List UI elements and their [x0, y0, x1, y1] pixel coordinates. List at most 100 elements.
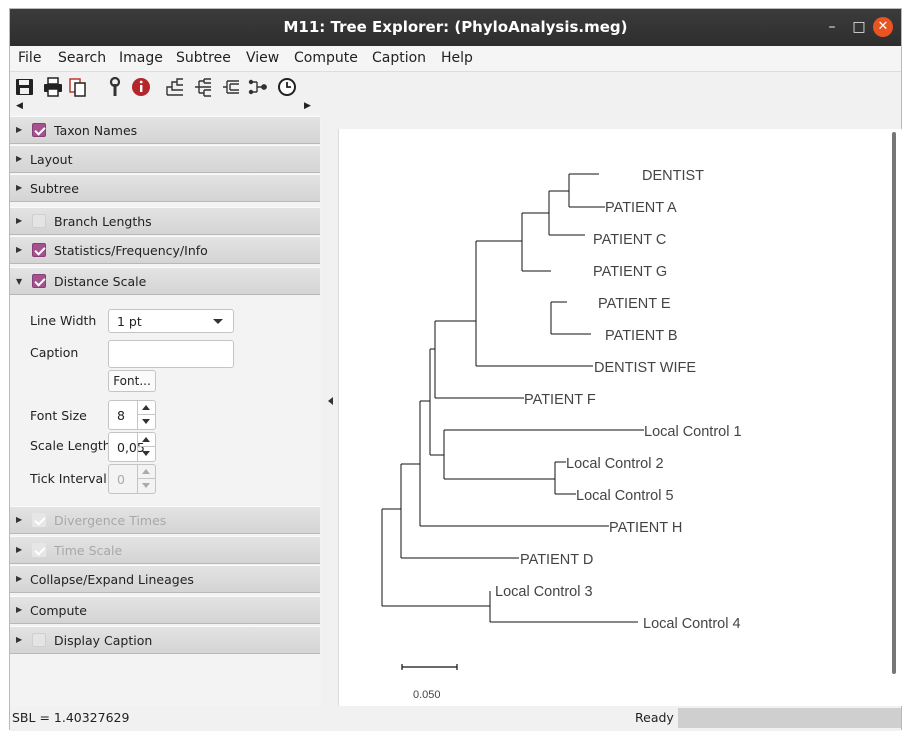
line-width-value: 1 pt: [117, 314, 142, 329]
menu-caption[interactable]: Caption: [372, 50, 427, 66]
section-statistics[interactable]: ▶ Statistics/Frequency/Info: [10, 236, 320, 264]
expand-arrow-icon[interactable]: ▶: [16, 605, 23, 614]
tree-canvas[interactable]: DENTIST PATIENT A PATIENT C PATIENT G PA…: [338, 129, 902, 706]
section-label: Display Caption: [54, 633, 153, 648]
section-label: Time Scale: [54, 543, 123, 558]
taxon-label[interactable]: PATIENT F: [524, 392, 596, 408]
line-width-select[interactable]: 1 pt: [108, 309, 234, 333]
menu-compute[interactable]: Compute: [294, 50, 358, 66]
wrench-icon[interactable]: [104, 76, 126, 98]
scale-length-spinner[interactable]: 0,05: [108, 432, 156, 462]
taxon-label[interactable]: DENTIST: [642, 168, 704, 184]
spin-down-button[interactable]: [137, 447, 155, 461]
time-scale-checkbox: [32, 543, 46, 557]
tree-layout-3-icon[interactable]: [220, 76, 242, 98]
section-label: Taxon Names: [54, 123, 138, 138]
spin-down-button[interactable]: [137, 415, 155, 429]
save-icon[interactable]: [14, 76, 36, 98]
expand-arrow-icon[interactable]: ▶: [16, 635, 23, 644]
font-button[interactable]: Font...: [108, 370, 156, 392]
section-divergence-times[interactable]: ▶ Divergence Times: [10, 506, 320, 534]
menu-search[interactable]: Search: [58, 50, 107, 66]
taxon-label[interactable]: Local Control 1: [644, 424, 742, 440]
taxon-label[interactable]: PATIENT A: [605, 200, 677, 216]
distance-scale-checkbox[interactable]: [32, 274, 46, 288]
menu-subtree[interactable]: Subtree: [176, 50, 231, 66]
section-label: Branch Lengths: [54, 214, 152, 229]
status-bar: SBL = 1.40327629 Ready: [10, 706, 901, 731]
display-caption-checkbox[interactable]: [32, 633, 46, 647]
copy-icon[interactable]: [67, 76, 89, 98]
expand-arrow-icon[interactable]: ▶: [16, 545, 23, 554]
distance-scale-bar[interactable]: 0.050: [401, 664, 458, 701]
spin-up-button[interactable]: [137, 433, 155, 447]
info-icon[interactable]: [130, 76, 152, 98]
menu-image[interactable]: Image: [119, 50, 163, 66]
section-label: Divergence Times: [54, 513, 167, 528]
expand-arrow-icon[interactable]: ▶: [16, 125, 23, 134]
scroll-left-icon[interactable]: ◀: [16, 101, 23, 111]
taxon-label[interactable]: PATIENT G: [593, 264, 667, 280]
statistics-checkbox[interactable]: [32, 243, 46, 257]
window-title: M11: Tree Explorer: (PhyloAnalysis.meg): [283, 18, 628, 36]
taxon-label[interactable]: PATIENT D: [520, 552, 593, 568]
menu-file[interactable]: File: [18, 50, 42, 66]
section-subtree[interactable]: ▶ Subtree: [10, 174, 320, 202]
spin-up-button[interactable]: [137, 465, 155, 479]
scale-length-label: Scale Length: [30, 438, 111, 453]
section-layout[interactable]: ▶ Layout: [10, 145, 320, 173]
taxon-label[interactable]: PATIENT B: [605, 328, 678, 344]
taxon-label[interactable]: Local Control 3: [495, 584, 593, 600]
taxon-label[interactable]: PATIENT C: [593, 232, 666, 248]
font-size-spinner[interactable]: 8: [108, 400, 156, 430]
section-compute[interactable]: ▶ Compute: [10, 596, 320, 624]
collapse-arrow-icon[interactable]: ▼: [16, 277, 23, 286]
tick-interval-spinner[interactable]: 0: [108, 464, 156, 494]
close-button[interactable]: ✕: [873, 17, 893, 37]
taxon-label[interactable]: Local Control 5: [576, 488, 674, 504]
caption-input[interactable]: [108, 340, 234, 368]
menu-help[interactable]: Help: [441, 50, 473, 66]
expand-arrow-icon[interactable]: ▶: [16, 515, 23, 524]
taxon-label[interactable]: DENTIST WIFE: [594, 360, 696, 376]
canvas-vertical-scrollbar[interactable]: [892, 132, 896, 674]
expand-arrow-icon[interactable]: ▶: [16, 245, 23, 254]
section-collapse-expand[interactable]: ▶ Collapse/Expand Lineages: [10, 565, 320, 593]
node-icon[interactable]: [248, 76, 270, 98]
section-distance-scale[interactable]: ▼ Distance Scale: [10, 267, 320, 295]
tree-layout-2-icon[interactable]: [192, 76, 214, 98]
taxon-label[interactable]: PATIENT E: [598, 296, 671, 312]
taxon-label[interactable]: PATIENT H: [609, 520, 682, 536]
section-label: Collapse/Expand Lineages: [30, 572, 194, 587]
expand-arrow-icon[interactable]: ▶: [16, 154, 23, 163]
menu-view[interactable]: View: [246, 50, 280, 66]
section-time-scale[interactable]: ▶ Time Scale: [10, 536, 320, 564]
spin-up-button[interactable]: [137, 401, 155, 415]
maximize-button[interactable]: □: [852, 19, 866, 35]
section-display-caption[interactable]: ▶ Display Caption: [10, 626, 320, 654]
taxon-names-checkbox[interactable]: [32, 123, 46, 137]
print-icon[interactable]: [42, 76, 64, 98]
title-bar: M11: Tree Explorer: (PhyloAnalysis.meg) …: [10, 9, 901, 46]
tree-layout-icon[interactable]: [164, 76, 186, 98]
expand-arrow-icon[interactable]: ▶: [16, 183, 23, 192]
panel-horizontal-scrollbar[interactable]: ◀ ▶: [10, 101, 321, 114]
options-panel: ◀ ▶ ▶ Taxon Names ▶ Layout ▶ Subtree ▶ B…: [10, 101, 321, 706]
minimize-button[interactable]: –: [828, 19, 836, 35]
collapse-panel-icon[interactable]: [328, 397, 333, 405]
tree-explorer-window: M11: Tree Explorer: (PhyloAnalysis.meg) …: [9, 8, 902, 731]
section-branch-lengths[interactable]: ▶ Branch Lengths: [10, 207, 320, 235]
line-width-label: Line Width: [30, 313, 97, 328]
panel-splitter[interactable]: [321, 101, 338, 706]
spin-down-button[interactable]: [137, 479, 155, 493]
expand-arrow-icon[interactable]: ▶: [16, 574, 23, 583]
taxon-label[interactable]: Local Control 4: [643, 616, 741, 632]
section-taxon-names[interactable]: ▶ Taxon Names: [10, 116, 320, 144]
clock-icon[interactable]: [276, 76, 298, 98]
phylogenetic-tree[interactable]: DENTIST PATIENT A PATIENT C PATIENT G PA…: [339, 129, 902, 706]
scroll-right-icon[interactable]: ▶: [304, 101, 311, 111]
branch-lengths-checkbox[interactable]: [32, 214, 46, 228]
font-size-value: 8: [117, 408, 125, 423]
taxon-label[interactable]: Local Control 2: [566, 456, 664, 472]
expand-arrow-icon[interactable]: ▶: [16, 216, 23, 225]
